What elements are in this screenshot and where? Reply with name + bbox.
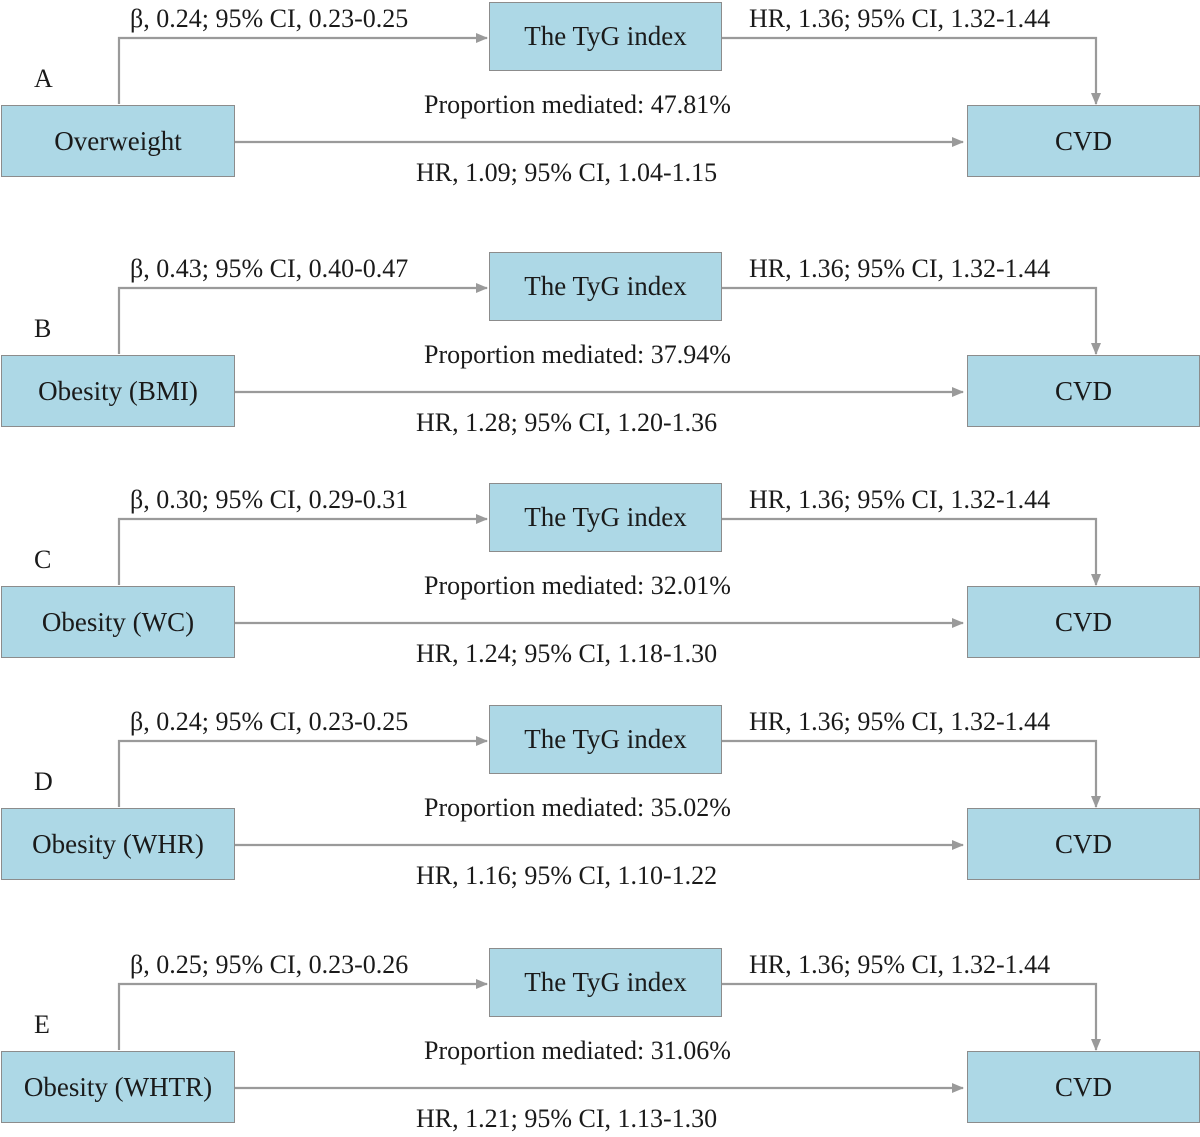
path-a-label: β, 0.43; 95% CI, 0.40-0.47 bbox=[130, 254, 409, 283]
direct-path-label: HR, 1.09; 95% CI, 1.04-1.15 bbox=[416, 158, 718, 187]
path-arrows bbox=[117, 514, 1101, 628]
exposure-box: Obesity (WHTR) bbox=[1, 1051, 235, 1123]
exposure-box: Obesity (WC) bbox=[1, 586, 235, 658]
path-a-arrow bbox=[117, 283, 488, 354]
direct-path-label: HR, 1.21; 95% CI, 1.13-1.30 bbox=[416, 1104, 718, 1133]
panel-letter: D bbox=[34, 767, 53, 796]
path-a-label: β, 0.25; 95% CI, 0.23-0.26 bbox=[130, 950, 409, 979]
path-a-arrow bbox=[117, 736, 488, 807]
path-a-arrow bbox=[117, 33, 488, 104]
exposure-box: Obesity (BMI) bbox=[1, 355, 235, 427]
path-a-label: β, 0.24; 95% CI, 0.23-0.25 bbox=[130, 707, 409, 736]
path-b-label: HR, 1.36; 95% CI, 1.32-1.44 bbox=[749, 950, 1051, 979]
path-a-arrow bbox=[117, 514, 488, 585]
path-arrows bbox=[117, 736, 1101, 850]
path-a-arrow bbox=[117, 979, 488, 1050]
proportion-mediated-label: Proportion mediated: 37.94% bbox=[424, 340, 731, 369]
path-b-arrow bbox=[722, 36, 1101, 105]
path-arrows bbox=[117, 33, 1101, 147]
path-b-label: HR, 1.36; 95% CI, 1.32-1.44 bbox=[749, 707, 1051, 736]
path-b-label: HR, 1.36; 95% CI, 1.32-1.44 bbox=[749, 4, 1051, 33]
exposure-box: Obesity (WHR) bbox=[1, 808, 235, 880]
path-b-label: HR, 1.36; 95% CI, 1.32-1.44 bbox=[749, 485, 1051, 514]
path-b-arrow bbox=[722, 517, 1101, 586]
proportion-mediated-label: Proportion mediated: 35.02% bbox=[424, 793, 731, 822]
proportion-mediated-label: Proportion mediated: 32.01% bbox=[424, 571, 731, 600]
direct-path-label: HR, 1.24; 95% CI, 1.18-1.30 bbox=[416, 639, 718, 668]
panel-letter: E bbox=[34, 1010, 50, 1039]
proportion-mediated-label: Proportion mediated: 47.81% bbox=[424, 90, 731, 119]
path-a-label: β, 0.30; 95% CI, 0.29-0.31 bbox=[130, 485, 409, 514]
path-a-label: β, 0.24; 95% CI, 0.23-0.25 bbox=[130, 4, 409, 33]
panel-letter: B bbox=[34, 314, 52, 343]
path-arrows bbox=[117, 283, 1101, 397]
panel-letter: C bbox=[34, 545, 52, 574]
outcome-box: CVD bbox=[967, 355, 1200, 427]
mediator-box: The TyG index bbox=[489, 252, 722, 321]
exposure-box: Overweight bbox=[1, 105, 235, 177]
outcome-box: CVD bbox=[967, 105, 1200, 177]
mediator-box: The TyG index bbox=[489, 705, 722, 774]
direct-path-label: HR, 1.28; 95% CI, 1.20-1.36 bbox=[416, 408, 718, 437]
mediator-box: The TyG index bbox=[489, 2, 722, 71]
outcome-box: CVD bbox=[967, 1051, 1200, 1123]
proportion-mediated-label: Proportion mediated: 31.06% bbox=[424, 1036, 731, 1065]
mediator-box: The TyG index bbox=[489, 483, 722, 552]
path-b-arrow bbox=[722, 739, 1101, 808]
outcome-box: CVD bbox=[967, 586, 1200, 658]
path-b-arrow bbox=[722, 286, 1101, 355]
path-b-label: HR, 1.36; 95% CI, 1.32-1.44 bbox=[749, 254, 1051, 283]
path-b-arrow bbox=[722, 982, 1101, 1051]
outcome-box: CVD bbox=[967, 808, 1200, 880]
mediator-box: The TyG index bbox=[489, 948, 722, 1017]
panel-letter: A bbox=[34, 64, 53, 93]
direct-path-label: HR, 1.16; 95% CI, 1.10-1.22 bbox=[416, 861, 718, 890]
path-arrows bbox=[117, 979, 1101, 1093]
